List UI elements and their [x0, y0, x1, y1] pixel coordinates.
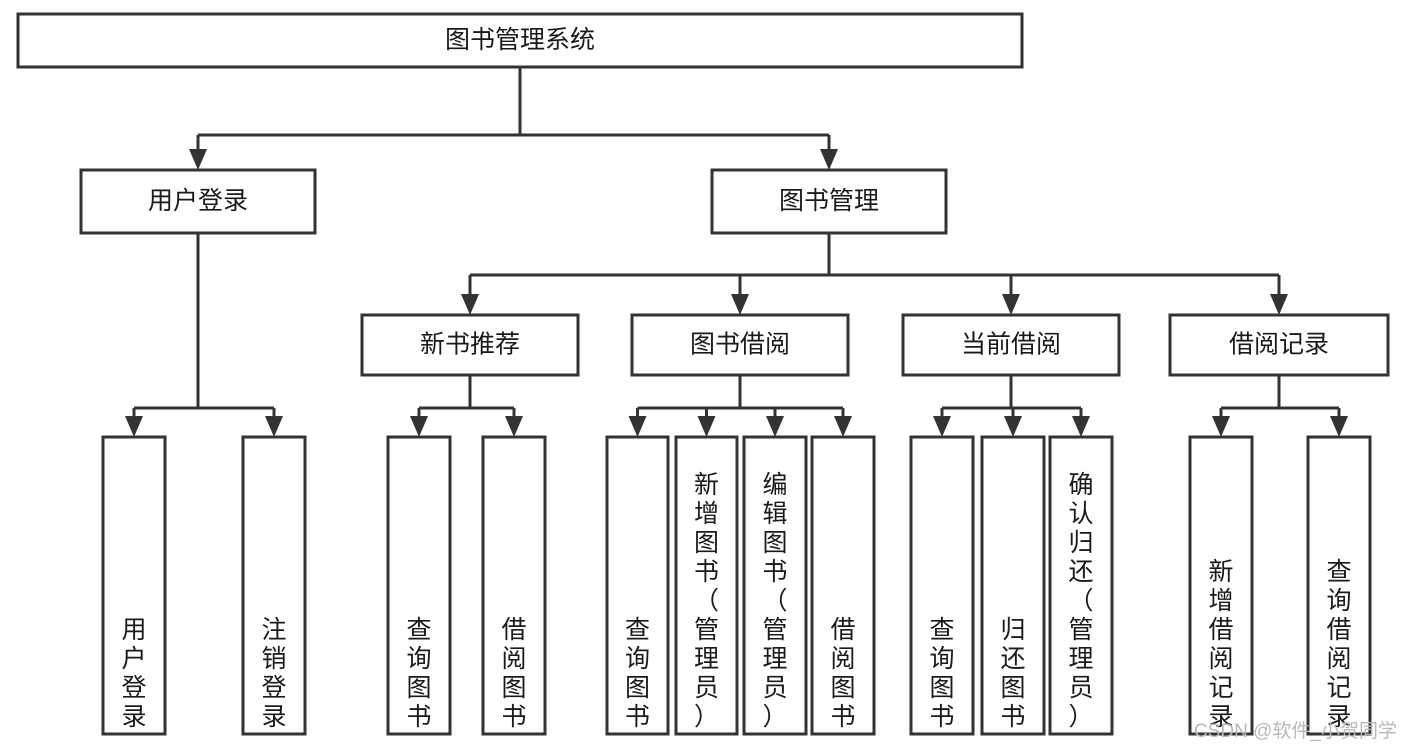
node-user-login-rect — [79, 168, 317, 235]
arrow-head-icon — [1004, 416, 1022, 437]
node-new-book-recommend-rect — [360, 313, 580, 377]
leaf-leaf-query-book-1-rect — [386, 435, 452, 736]
arrow-head-icon — [461, 294, 479, 315]
leaf-leaf-query-book-2-rect — [605, 435, 670, 736]
leaf-leaf-return-book[interactable]: 归还图书 — [980, 435, 1046, 736]
arrow-head-icon — [265, 416, 283, 437]
leaf-leaf-query-book-2-label: 查询图书 — [625, 616, 650, 731]
leaf-leaf-query-record-label: 查询借阅记录 — [1326, 558, 1351, 731]
leaf-leaf-add-record[interactable]: 新增借阅记录 — [1188, 435, 1254, 736]
arrow-head-icon — [189, 149, 207, 170]
arrow-head-icon — [731, 294, 749, 315]
leaf-leaf-borrow-book-1-label: 借阅图书 — [501, 616, 526, 731]
leaf-leaf-borrow-book-2[interactable]: 借阅图书 — [810, 435, 876, 736]
node-layer: 图书管理系统用户登录图书管理新书推荐图书借阅当前借阅借阅记录用户登录注销登录查询… — [16, 12, 1390, 736]
leaf-leaf-query-book-3[interactable]: 查询图书 — [909, 435, 975, 736]
leaf-leaf-logout-label: 注销登录 — [261, 616, 286, 731]
leaf-leaf-confirm-return[interactable]: 确认归还（管理员） — [1048, 435, 1114, 736]
leaf-leaf-return-book-label: 归还图书 — [1000, 616, 1025, 731]
node-root-rect — [16, 12, 1024, 69]
node-book-management[interactable]: 图书管理 — [710, 168, 948, 235]
leaf-leaf-logout[interactable]: 注销登录 — [241, 435, 307, 736]
node-book-management-label: 图书管理 — [779, 187, 879, 215]
leaf-leaf-query-book-2[interactable]: 查询图书 — [605, 435, 670, 736]
node-borrow-record-rect — [1168, 313, 1390, 377]
leaf-leaf-user-login-label: 用户登录 — [121, 616, 146, 731]
leaf-leaf-borrow-book-1-rect — [481, 435, 547, 736]
leaf-leaf-edit-book[interactable]: 编辑图书（管理员） — [742, 435, 808, 736]
leaf-leaf-add-record-rect — [1188, 435, 1254, 736]
arrow-head-icon — [410, 416, 428, 437]
leaf-leaf-edit-book-rect — [742, 435, 808, 736]
leaf-leaf-add-book[interactable]: 新增图书（管理员） — [674, 435, 739, 736]
arrow-head-icon — [505, 416, 523, 437]
node-current-borrow[interactable]: 当前借阅 — [901, 313, 1121, 377]
csdn-watermark: CSDN @软件_小贺同学 — [1194, 721, 1397, 742]
node-current-borrow-rect — [901, 313, 1121, 377]
leaf-leaf-confirm-return-label: 确认归还（管理员） — [1068, 471, 1093, 731]
leaf-leaf-add-record-label: 新增借阅记录 — [1208, 558, 1233, 731]
node-borrow-record[interactable]: 借阅记录 — [1168, 313, 1390, 377]
leaf-leaf-edit-book-label: 编辑图书（管理员） — [762, 471, 787, 731]
leaf-leaf-borrow-book-2-label: 借阅图书 — [830, 616, 855, 731]
node-current-borrow-label: 当前借阅 — [961, 331, 1061, 359]
arrow-head-icon — [834, 416, 852, 437]
leaf-leaf-query-record-rect — [1306, 435, 1372, 736]
arrow-head-icon — [628, 416, 647, 437]
node-new-book-recommend-label: 新书推荐 — [420, 331, 520, 359]
leaf-leaf-query-book-1-label: 查询图书 — [406, 616, 431, 731]
leaf-leaf-add-book-rect — [674, 435, 739, 736]
node-borrow-record-label: 借阅记录 — [1229, 331, 1329, 359]
leaf-leaf-query-book-3-label: 查询图书 — [929, 616, 954, 731]
leaf-leaf-confirm-return-rect — [1048, 435, 1114, 736]
node-book-borrow[interactable]: 图书借阅 — [630, 313, 850, 377]
node-root-label: 图书管理系统 — [445, 26, 595, 54]
arrow-head-icon — [766, 416, 784, 437]
leaf-leaf-borrow-book-2-rect — [810, 435, 876, 736]
leaf-leaf-user-login[interactable]: 用户登录 — [101, 435, 167, 736]
node-book-management-rect — [710, 168, 948, 235]
node-new-book-recommend[interactable]: 新书推荐 — [360, 313, 580, 377]
node-book-borrow-rect — [630, 313, 850, 377]
node-book-borrow-label: 图书借阅 — [690, 331, 790, 359]
connector-layer — [125, 67, 1348, 437]
arrow-head-icon — [1212, 416, 1230, 437]
arrow-head-icon — [125, 416, 143, 437]
arrow-head-icon — [1072, 416, 1090, 437]
leaf-leaf-add-book-label: 新增图书（管理员） — [694, 471, 719, 731]
leaf-leaf-query-book-3-rect — [909, 435, 975, 736]
leaf-leaf-return-book-rect — [980, 435, 1046, 736]
arrow-head-icon — [1330, 416, 1348, 437]
leaf-leaf-borrow-book-1[interactable]: 借阅图书 — [481, 435, 547, 736]
leaf-leaf-query-record[interactable]: 查询借阅记录 — [1306, 435, 1372, 736]
leaf-leaf-query-book-1[interactable]: 查询图书 — [386, 435, 452, 736]
node-user-login[interactable]: 用户登录 — [79, 168, 317, 235]
arrow-head-icon — [1002, 294, 1020, 315]
arrow-head-icon — [933, 416, 951, 437]
node-user-login-label: 用户登录 — [148, 187, 248, 215]
leaf-leaf-user-login-rect — [101, 435, 167, 736]
arrow-head-icon — [697, 416, 716, 437]
arrow-head-icon — [820, 149, 838, 170]
arrow-head-icon — [1270, 294, 1288, 315]
leaf-leaf-logout-rect — [241, 435, 307, 736]
node-root[interactable]: 图书管理系统 — [16, 12, 1024, 69]
